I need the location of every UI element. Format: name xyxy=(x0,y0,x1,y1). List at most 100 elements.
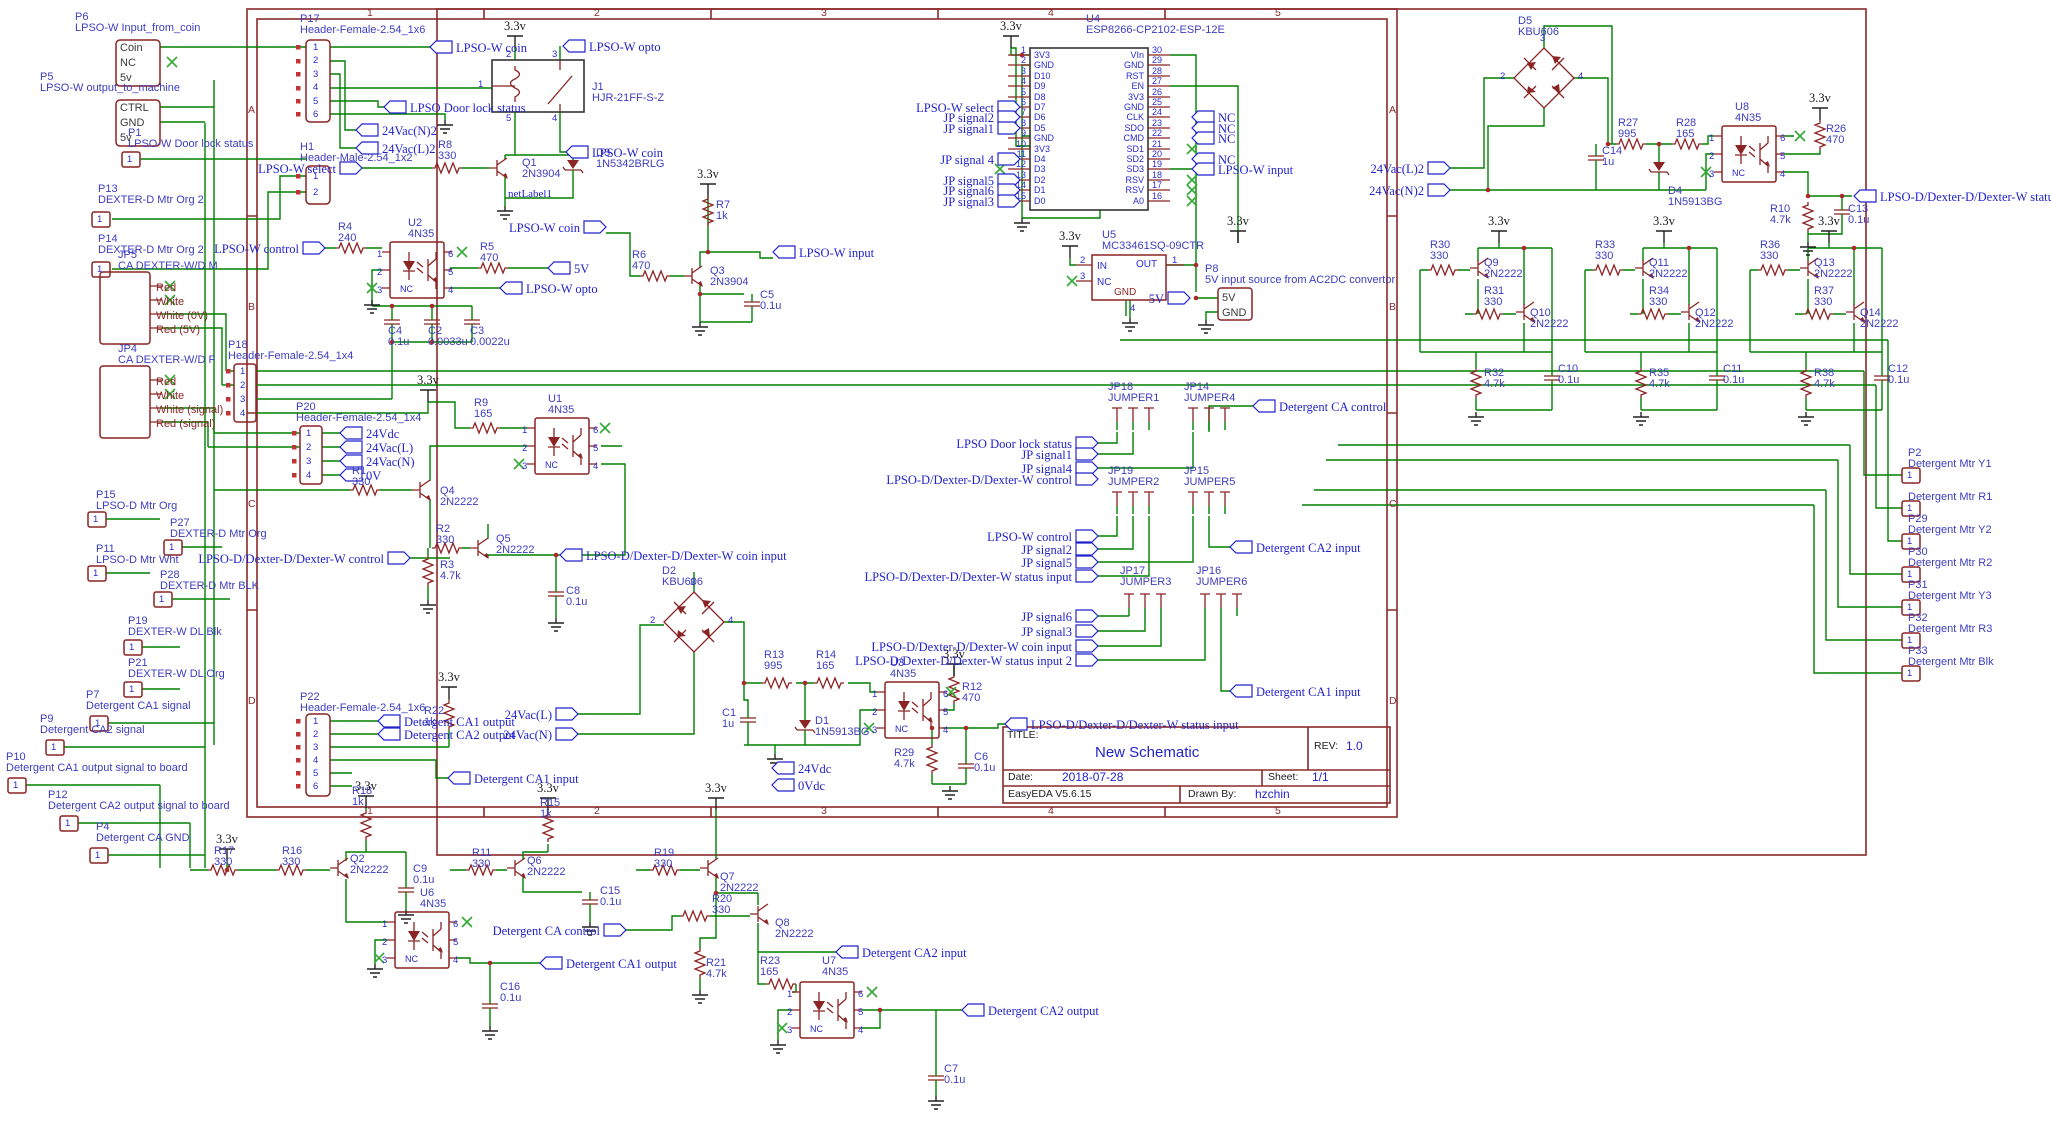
bridge-d5 xyxy=(1513,47,1575,109)
netflag-lpso-w-opto: LPSO-W opto xyxy=(526,282,598,296)
u5-gnd-pin: GND xyxy=(1114,287,1137,298)
j1-pin1: 1 xyxy=(478,79,484,90)
power-3v3: 3.3v xyxy=(1227,214,1249,228)
netflag-nc: NC xyxy=(1218,111,1236,125)
optocoupler-u3 xyxy=(876,681,948,739)
u1-right-pins: 6 5 4 xyxy=(593,425,599,472)
netflag-jp-signal5: JP signal5 xyxy=(943,174,994,188)
netflag-detergent-ca1-input: Detergent CA1 input xyxy=(1256,685,1361,699)
netflag-24vacl: 24Vac(L) xyxy=(366,441,414,455)
netflag-detergent-ca1-output: Detergent CA1 output xyxy=(404,715,515,729)
netflag-ldw-control: LPSO-D/Dexter-D/Dexter-W control xyxy=(886,473,1072,487)
power-3v3: 3.3v xyxy=(1653,214,1675,228)
netflag-24vacl: 24Vac(L) xyxy=(504,708,552,722)
p10-pin: 1 xyxy=(13,780,19,791)
netflag-status-input: LPSO-D/Dexter-D/Dexter-W status input xyxy=(1031,718,1239,732)
netflag-jp-signal6: JP signal6 xyxy=(1021,610,1072,624)
mtr-ref: P30 xyxy=(1908,546,1928,558)
sheet-frame xyxy=(246,8,1867,856)
j1-pin2: 2 xyxy=(506,49,512,60)
p7-pin: 1 xyxy=(95,718,101,729)
d5-pin3: 3 xyxy=(1540,33,1546,44)
u3-left-pins: 1 2 3 xyxy=(872,689,878,736)
u4-left-pin-numbers: 1 2 3 4 5 6 7 8 9 10 11 12 13 14 15 xyxy=(1015,45,1026,201)
drawn-by-value: hzchin xyxy=(1255,787,1290,801)
u2-left-pins: 1 2 3 xyxy=(377,249,383,296)
mtr-pin: 1 xyxy=(1907,470,1913,481)
netflag-status-input2: LPSO-D/Dexter-D/Dexter-W status input 2 xyxy=(855,654,1072,668)
netflag-24vacn: 24Vac(N) xyxy=(366,455,415,469)
mtr-pin: 1 xyxy=(1907,668,1913,679)
col-marker: 1 xyxy=(367,7,373,19)
row-marker: A xyxy=(1389,104,1397,116)
netflag-24vacn2: 24Vac(N)2 xyxy=(1369,184,1424,198)
u5-pin1: 1 xyxy=(1172,255,1178,266)
schematic-title: New Schematic xyxy=(1095,744,1200,761)
p12-pin: 1 xyxy=(65,818,71,829)
netflag-lpso-w-coin: LPSO-W coin xyxy=(592,146,663,160)
d2-pin4: 4 xyxy=(728,615,734,626)
row-marker: B xyxy=(1389,301,1397,313)
p14-pin: 1 xyxy=(97,264,103,275)
p4-pin: 1 xyxy=(95,850,101,861)
component-symbols xyxy=(7,39,1921,1089)
netflag-24vdc: 24Vdc xyxy=(798,762,832,776)
u6-nc: NC xyxy=(405,954,418,964)
netflag-detergent-ca2-output: Detergent CA2 output xyxy=(988,1004,1099,1018)
row-marker: A xyxy=(248,104,256,116)
mtr-ref: P29 xyxy=(1908,513,1928,525)
drawn-by-label: Drawn By: xyxy=(1188,788,1237,800)
ic-u4-esp8266 xyxy=(1008,47,1170,211)
p19-pin: 1 xyxy=(129,642,135,653)
power-3v3: 3.3v xyxy=(216,832,238,846)
p15-pin: 1 xyxy=(93,514,99,525)
power-3v3: 3.3v xyxy=(438,670,460,684)
u7-right-pins: 6 5 4 xyxy=(858,989,864,1036)
jumper-jp19 xyxy=(1111,491,1155,515)
rev-value: 1.0 xyxy=(1346,739,1363,753)
j1-pin4: 4 xyxy=(552,113,558,124)
title-label: TITLE: xyxy=(1007,729,1039,741)
relay-j1 xyxy=(491,59,585,113)
netflag-lpso-w-control: LPSO-W control xyxy=(214,242,299,256)
p11-pin: 1 xyxy=(93,568,99,579)
u4-right-pin-names: VIn GND RST EN 3V3 GND CLK SDO CMD SD1 S… xyxy=(1123,50,1145,206)
jumper-jp18 xyxy=(1111,407,1155,431)
netflag-lpso-w-opto: LPSO-W opto xyxy=(589,40,661,54)
netflag-nc: NC xyxy=(1218,132,1236,146)
mtr-name: Detergent Mtr Y2 xyxy=(1908,524,1992,536)
